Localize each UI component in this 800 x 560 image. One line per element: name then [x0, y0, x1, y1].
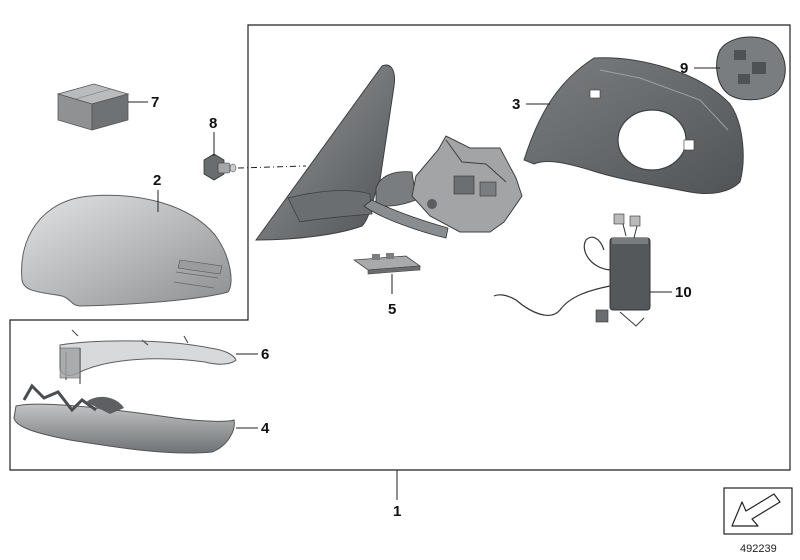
callout-1: 1 [393, 503, 401, 520]
part-4-trim-strip [13, 383, 235, 454]
part-7-box [56, 83, 130, 131]
part-10-module-harness [493, 213, 651, 327]
part-1-mirror-base [255, 64, 449, 241]
callout-2: 2 [153, 172, 161, 189]
part-3-housing [523, 57, 744, 195]
assembly-frame [9, 24, 791, 471]
callout-4: 4 [261, 420, 270, 437]
callout-7: 7 [151, 94, 159, 111]
document-number: 492239 [740, 543, 777, 555]
arrow-icon[interactable] [723, 487, 793, 535]
alignment-line [237, 165, 307, 169]
part-2-mirror-cover [21, 194, 232, 307]
callout-10: 10 [675, 284, 692, 301]
part-6-turn-signal [59, 329, 237, 384]
leader-lines [128, 67, 720, 500]
part-actuator-bracket [411, 135, 523, 233]
callout-6: 6 [261, 346, 269, 363]
callout-9: 9 [680, 60, 688, 77]
part-5-clip [352, 253, 422, 275]
callout-3: 3 [512, 96, 520, 113]
callout-8: 8 [209, 115, 217, 132]
callouts: 1 2 3 4 5 6 7 8 9 10 [151, 60, 692, 520]
part-9-motor [716, 36, 786, 101]
part-8-socket [203, 153, 237, 181]
callout-5: 5 [388, 301, 396, 318]
